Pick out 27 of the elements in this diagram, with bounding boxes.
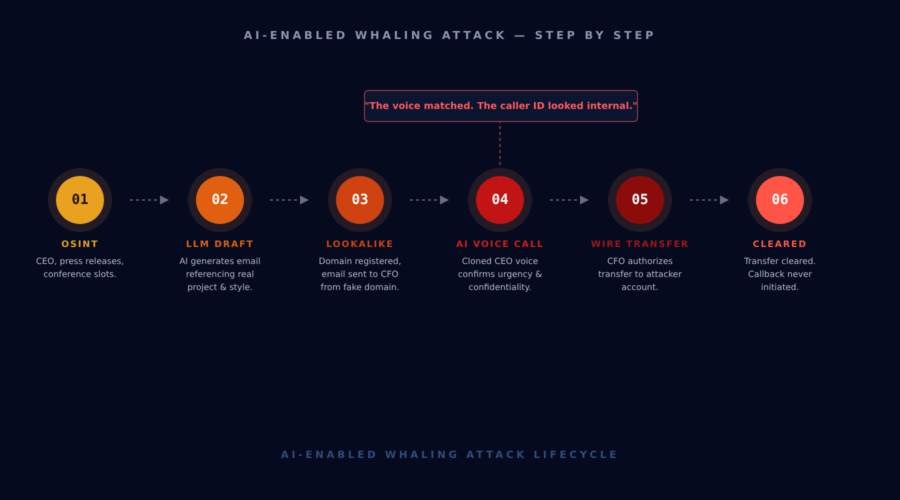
- step-heading: AI VOICE CALL: [456, 240, 544, 250]
- step-description: Transfer cleared. Callback never initiated.: [743, 256, 817, 295]
- step-description: Domain registered, email sent to CFO from fake domain.: [318, 256, 402, 295]
- step-description: CFO authorizes transfer to attacker account.: [597, 256, 683, 295]
- step-heading: LLM DRAFT: [186, 240, 254, 250]
- quote-callout: "The voice matched. The caller ID looked internal.": [364, 90, 638, 122]
- arrow: [550, 195, 589, 205]
- diagram-caption: AI-ENABLED WHALING ATTACK LIFECYCLE: [280, 450, 620, 461]
- step-heading: CLEARED: [752, 240, 808, 250]
- step-number: 06: [772, 192, 788, 208]
- arrow: [410, 195, 449, 205]
- step-number: 02: [212, 192, 228, 208]
- step-description: Cloned CEO voice confirms urgency & confidentiality.: [456, 256, 544, 295]
- step-heading: LOOKALIKE: [326, 240, 394, 250]
- step-number: 04: [492, 192, 508, 208]
- arrow: [270, 195, 309, 205]
- step-number: 05: [632, 192, 648, 208]
- leader-line: [499, 120, 501, 168]
- arrow: [130, 195, 169, 205]
- step-number: 03: [352, 192, 368, 208]
- step-description: AI generates email referencing real project & style.: [178, 256, 262, 295]
- step-heading: OSINT: [61, 240, 99, 250]
- arrow: [690, 195, 729, 205]
- diagram-title: AI-ENABLED WHALING ATTACK — STEP BY STEP: [242, 29, 658, 42]
- step-heading: WIRE TRANSFER: [590, 240, 690, 250]
- step-description: CEO, press releases, conference slots.: [35, 256, 125, 282]
- step-number: 01: [72, 192, 88, 208]
